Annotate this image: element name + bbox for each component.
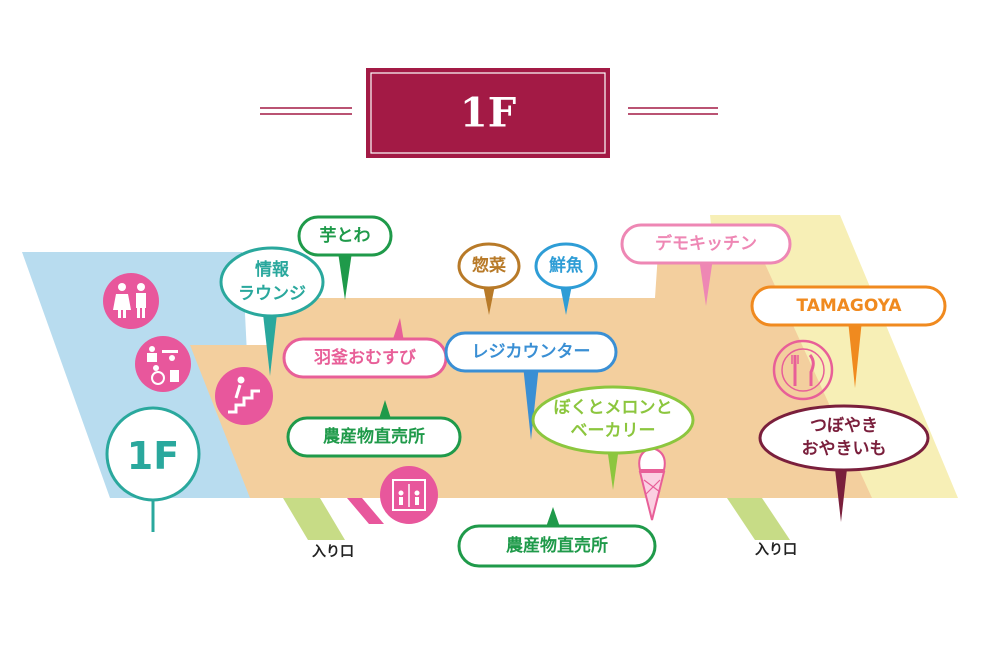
pin-melon-bakery[interactable]: ぼくとメロンと ベーカリー <box>531 385 695 490</box>
pin-hagama-omusubi[interactable]: 羽釜おむすび <box>282 318 448 379</box>
entrance-path-right <box>727 498 790 540</box>
entrance-label-right: 入り口 <box>755 542 797 558</box>
pin-tsubo-yaki-imo[interactable]: つぼやき おやきいも <box>758 404 930 522</box>
pin-demo-kitchen[interactable]: デモキッチン <box>620 223 792 306</box>
pin-imotowa[interactable]: 芋とわ <box>297 215 393 300</box>
shop-label-info-line1: 情報 <box>255 259 290 280</box>
elevator-icon <box>380 466 438 524</box>
shop-label-sengyo: 鮮魚 <box>549 255 583 276</box>
shop-label-info-line2: ラウンジ <box>238 284 306 304</box>
shop-label-nousanbutsu-lower: 農産物直売所 <box>506 535 608 556</box>
baby-care-icon <box>135 336 191 392</box>
pin-register-counter[interactable]: レジカウンター <box>444 331 618 440</box>
shop-label-tsubo-line2: おやきいも <box>802 439 887 459</box>
shop-label-hagama-omusubi: 羽釜おむすび <box>314 347 416 368</box>
pin-tamagoya[interactable]: TAMAGOYA <box>750 285 947 388</box>
floor-badge: 1F <box>105 406 201 532</box>
shop-label-nousanbutsu-upper: 農産物直売所 <box>323 426 425 447</box>
pin-info-lounge[interactable]: 情報 ラウンジ <box>219 246 325 376</box>
shop-label-tsubo-line1: つぼやき <box>810 416 878 436</box>
shop-label-register-counter: レジカウンター <box>472 342 591 362</box>
shop-label-melon-line1: ぼくとメロンと <box>554 398 673 418</box>
wheelchair-icon <box>151 365 179 385</box>
pin-nousanbutsu-lower[interactable]: 農産物直売所 <box>457 507 657 568</box>
shop-label-demo-kitchen: デモキッチン <box>655 233 757 254</box>
pin-souzai[interactable]: 惣菜 <box>457 242 521 315</box>
shop-label-souzai: 惣菜 <box>472 255 507 276</box>
floor-title-header: 1F <box>260 68 718 158</box>
entrance-strip-pink <box>347 498 384 524</box>
entrance-path-left <box>283 498 345 540</box>
entrance-label-left: 入り口 <box>312 544 354 560</box>
pin-nousanbutsu-upper[interactable]: 農産物直売所 <box>286 400 462 458</box>
pin-sengyo[interactable]: 鮮魚 <box>534 242 598 315</box>
ice-cream-icon <box>638 446 666 521</box>
floor-title: 1F <box>460 90 516 137</box>
shop-label-melon-line2: ベーカリー <box>571 421 656 441</box>
floor-badge-label: 1F <box>127 434 179 478</box>
dining-icon <box>772 339 834 401</box>
stairs-icon <box>215 367 273 425</box>
shop-label-tamagoya: TAMAGOYA <box>796 296 902 316</box>
restroom-icon <box>103 273 159 329</box>
shop-label-imotowa: 芋とわ <box>320 225 371 246</box>
